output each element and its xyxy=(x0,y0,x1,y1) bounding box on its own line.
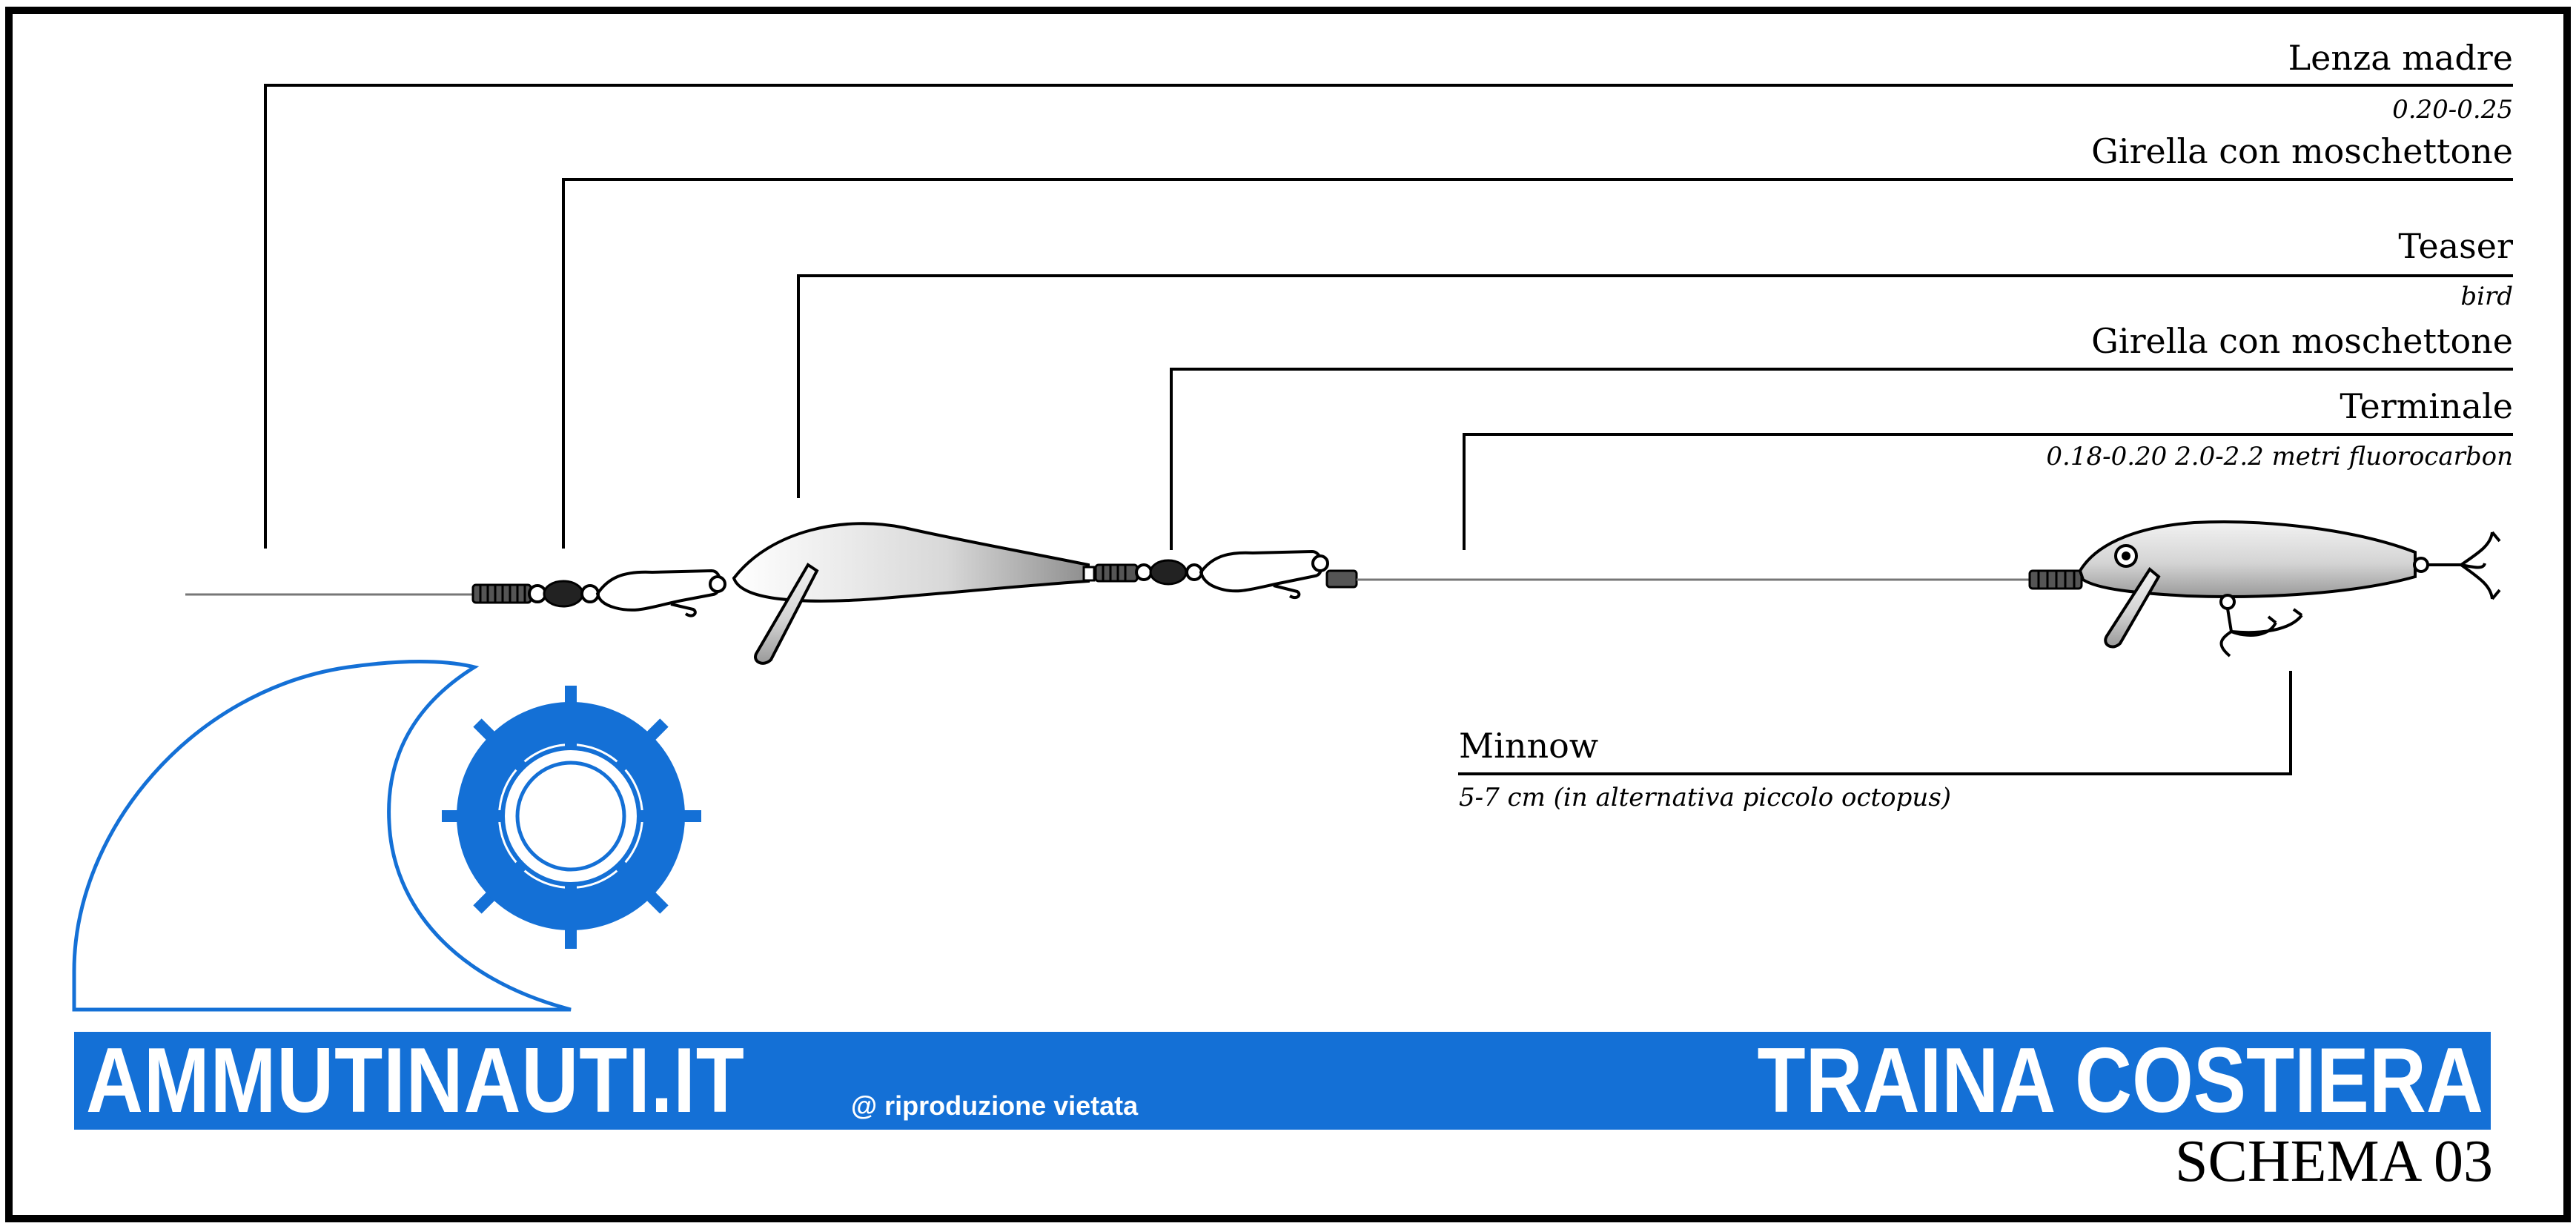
teaser-body xyxy=(732,522,1090,603)
callout-minnow xyxy=(1458,671,2292,775)
snap-1 xyxy=(595,569,722,617)
label-teaser-spec: bird xyxy=(2460,282,2513,311)
label-teaser: Teaser xyxy=(2398,226,2513,266)
label-minnow: Minnow xyxy=(1459,726,1599,766)
label-terminale-spec: 0.18-0.20 2.0-2.2 metri fluorocarbon xyxy=(2046,442,2513,471)
logo-wave xyxy=(72,660,572,1012)
tail-hook xyxy=(2428,531,2501,600)
belly-hook xyxy=(2219,594,2303,657)
label-terminale: Terminale xyxy=(2340,386,2513,426)
brand-title: TRAINA COSTIERA xyxy=(1757,1030,2483,1132)
spring-2 xyxy=(1325,569,1358,589)
brand-name: AMMUTINAUTI.IT xyxy=(86,1030,745,1132)
outer-border xyxy=(5,7,2571,1222)
callout-girella-1 xyxy=(562,178,2513,549)
schema-number: SCHEMA 03 xyxy=(2175,1129,2493,1194)
brand-note: @ riproduzione vietata xyxy=(851,1090,1139,1121)
label-girella-1: Girella con moschettone xyxy=(2091,131,2513,171)
label-girella-2: Girella con moschettone xyxy=(2091,321,2513,361)
callout-girella-2 xyxy=(1170,368,2513,550)
swivel-1 xyxy=(471,580,600,608)
swivel-2 xyxy=(1094,559,1203,586)
snap-2 xyxy=(1199,549,1323,600)
label-lenza-madre-spec: 0.20-0.25 xyxy=(2392,95,2513,125)
callout-teaser xyxy=(797,274,2513,498)
label-lenza-madre: Lenza madre xyxy=(2288,38,2513,78)
logo-wheel-ring xyxy=(457,702,685,930)
label-minnow-spec: 5-7 cm (in alternativa piccolo octopus) xyxy=(1459,783,1952,812)
teaser-fin xyxy=(754,563,819,665)
minnow-lip xyxy=(2104,567,2161,649)
logo xyxy=(72,660,701,1012)
callout-terminale xyxy=(1463,433,2513,550)
callout-lines xyxy=(264,84,2513,775)
callout-lenza-madre xyxy=(264,84,2513,549)
brand-band: AMMUTINAUTI.IT @ riproduzione vietata TR… xyxy=(74,1032,2491,1130)
